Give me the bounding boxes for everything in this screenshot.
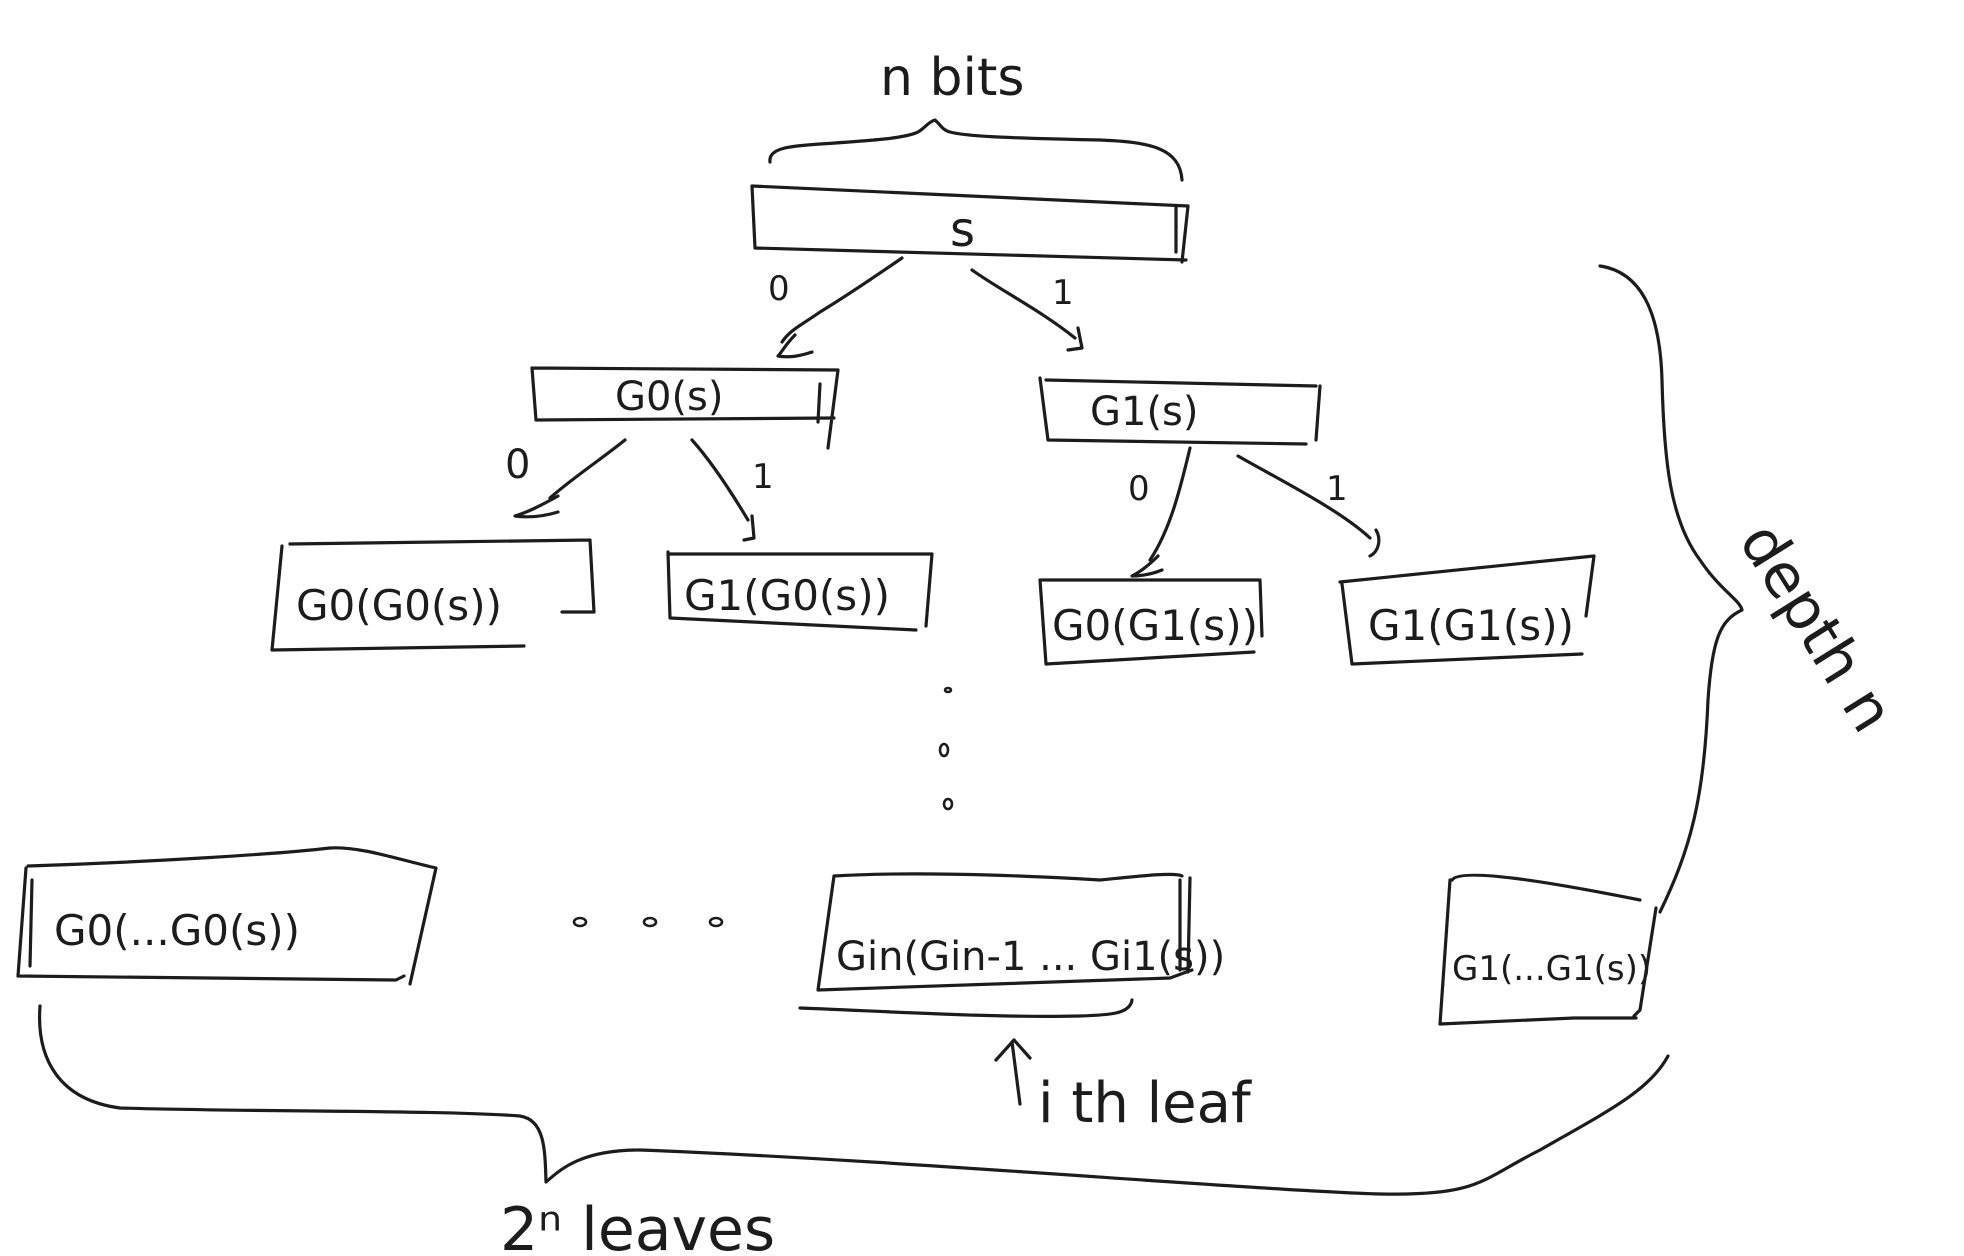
edge-root-right: 1 <box>970 268 1084 352</box>
edge-g0s-right: 1 <box>690 438 774 542</box>
node-g0-g1-s-label: G0(G1(s)) <box>1052 601 1258 650</box>
leaf-ith: Gin(Gin-1 ... Gi1(s)) <box>798 872 1225 1018</box>
edge-g0s-left: 0 <box>505 438 627 519</box>
root-label: s <box>950 202 975 258</box>
node-g0-g1-s-box <box>1038 578 1264 666</box>
node-g1-s: G1(s) <box>1038 376 1322 446</box>
node-g0-g1-s: G0(G1(s)) <box>1038 578 1264 666</box>
edge-root-left: 0 <box>768 256 904 359</box>
leaf-left-box <box>16 846 438 986</box>
depth-label: depth n <box>1725 511 1907 745</box>
leaves-label: 2ⁿ leaves <box>500 1195 775 1256</box>
node-g0-s-label: G0(s) <box>615 374 724 420</box>
ith-leaf-label: i th leaf <box>1038 1071 1252 1136</box>
depth-annotation: depth n <box>1598 264 1907 914</box>
leaf-left: G0(...G0(s)) <box>16 846 438 986</box>
ith-leaf-annotation: i th leaf <box>994 1038 1252 1136</box>
horizontal-ellipsis <box>572 916 724 928</box>
n-bits-brace <box>768 118 1184 182</box>
node-g1-g0-s-box <box>666 550 934 632</box>
node-g0-s: G0(s) <box>530 366 840 450</box>
root-node: s <box>750 184 1190 264</box>
vertical-ellipsis <box>938 686 954 811</box>
node-g0-g0-s-label: G0(G0(s)) <box>296 581 502 630</box>
n-bits-label: n bits <box>880 48 1024 108</box>
edge-label-g1s-1: 1 <box>1326 469 1348 509</box>
ith-leaf-arrow <box>994 1038 1032 1106</box>
node-g0-g0-s: G0(G0(s)) <box>270 538 596 652</box>
edge-label-g1s-0: 0 <box>1128 469 1150 509</box>
edge-g1s-right: 1 <box>1236 454 1381 558</box>
node-g1-s-box <box>1038 376 1322 446</box>
edge-label-root-0: 0 <box>768 269 790 309</box>
node-g1-g1-s: G1(G1(s)) <box>1338 554 1596 666</box>
leaves-brace <box>37 1004 1670 1196</box>
node-g1-s-label: G1(s) <box>1090 389 1199 435</box>
edge-label-root-1: 1 <box>1052 273 1074 313</box>
edge-label-g0s-1: 1 <box>752 457 774 497</box>
node-g1-g1-s-box <box>1338 554 1596 666</box>
leaf-ith-underline <box>798 998 1134 1018</box>
n-bits-annotation: n bits <box>768 48 1184 182</box>
depth-brace <box>1598 264 1744 914</box>
leaf-right-label: G1(...G1(s)) <box>1452 949 1651 989</box>
node-g0-s-box <box>530 366 840 450</box>
node-g1-g0-s: G1(G0(s)) <box>666 550 934 632</box>
leaf-ith-box <box>816 872 1194 992</box>
leaves-annotation: 2ⁿ leaves <box>37 1004 1670 1256</box>
node-g1-g0-s-label: G1(G0(s)) <box>684 571 890 620</box>
leaf-right-box <box>1438 873 1658 1026</box>
node-g1-g1-s-label: G1(G1(s)) <box>1368 601 1574 650</box>
edge-label-g0s-0: 0 <box>505 442 530 488</box>
root-box <box>750 184 1190 264</box>
edge-g1s-left: 0 <box>1128 446 1192 578</box>
leaf-ith-label: Gin(Gin-1 ... Gi1(s)) <box>836 934 1225 980</box>
leaf-right: G1(...G1(s)) <box>1438 873 1658 1026</box>
leaf-left-label: G0(...G0(s)) <box>54 906 300 955</box>
node-g0-g0-s-box <box>270 538 596 652</box>
